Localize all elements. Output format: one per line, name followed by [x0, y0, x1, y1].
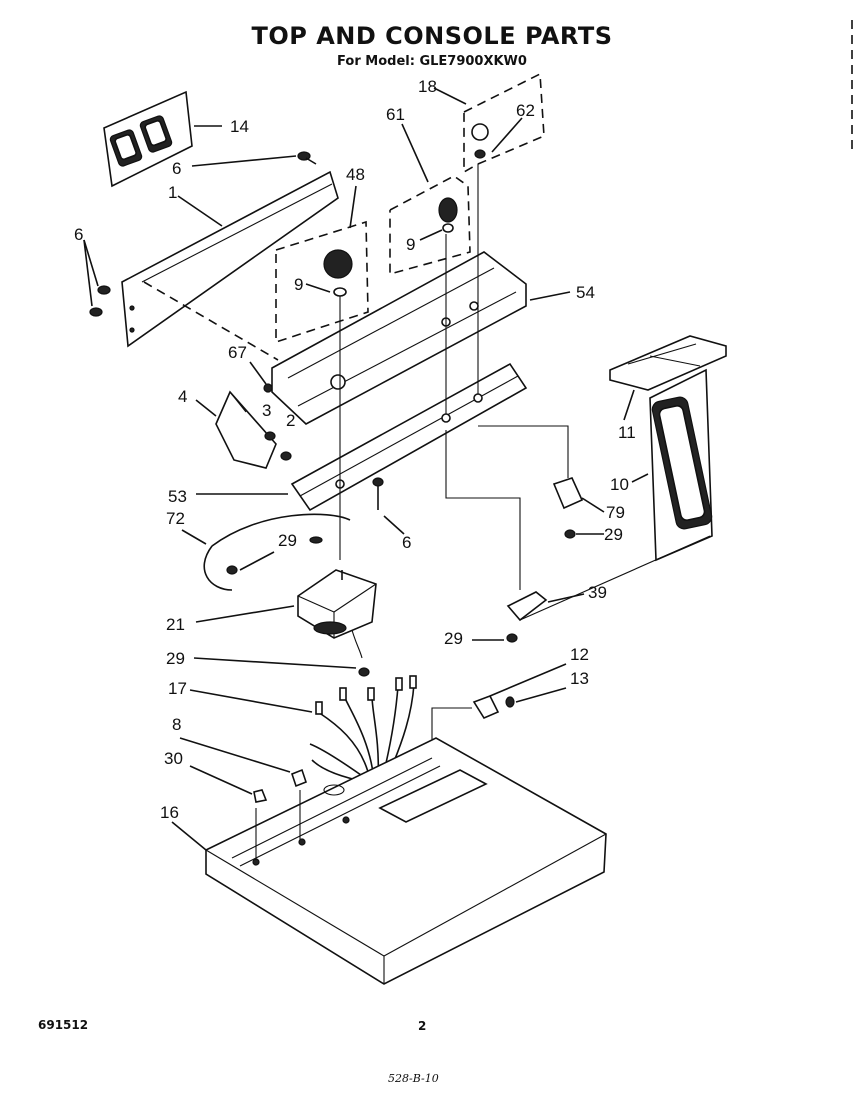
part-79-switch: [552, 477, 584, 539]
part-4-bracket: [215, 390, 277, 469]
callout-1: 1: [168, 183, 177, 202]
callout-29-timer: 29: [166, 649, 185, 668]
callout-9-left: 9: [294, 275, 303, 294]
part-16-top-panel: [205, 737, 607, 985]
callout-12: 12: [570, 645, 589, 664]
knob-62: [471, 123, 489, 159]
part-14-bracket: [103, 90, 193, 188]
callout-53: 53: [168, 487, 187, 506]
page-title: TOP AND CONSOLE PARTS: [251, 22, 613, 50]
callout-13: 13: [570, 669, 589, 688]
part-1-panel: [121, 170, 339, 348]
screws-3-2-67: [263, 383, 292, 461]
callout-54: 54: [576, 283, 595, 302]
part-53-rail: [290, 362, 528, 512]
callout-2: 2: [286, 411, 295, 430]
part-8-30-small: [253, 768, 307, 803]
screws-6-left: [89, 285, 111, 317]
callout-79: 79: [606, 503, 625, 522]
callout-30: 30: [164, 749, 183, 768]
screw-6-top: [297, 151, 317, 165]
callout-29-fuse: 29: [444, 629, 463, 648]
screw-6-rail: [372, 477, 384, 510]
handwritten-note: 528-B-10: [388, 1072, 439, 1085]
part-21-timer: [297, 569, 377, 639]
callout-48: 48: [346, 165, 365, 184]
callout-39: 39: [588, 583, 607, 602]
page-number: 2: [418, 1019, 427, 1033]
screw-29-wire: [226, 536, 323, 575]
callout-17: 17: [168, 679, 187, 698]
callout-62: 62: [516, 101, 535, 120]
callout-10: 10: [610, 475, 629, 494]
callout-4: 4: [178, 387, 187, 406]
model-subtitle: For Model: GLE7900XKW0: [337, 54, 527, 69]
callout-21: 21: [166, 615, 185, 634]
callout-6-left: 6: [74, 225, 83, 244]
callout-67: 67: [228, 343, 247, 362]
callout-14: 14: [230, 117, 249, 136]
callout-29-wire: 29: [278, 531, 297, 550]
callout-61: 61: [386, 105, 405, 124]
screw-29-timer: [358, 667, 370, 677]
callout-16: 16: [160, 803, 179, 822]
callout-72: 72: [166, 509, 185, 528]
callout-18: 18: [418, 77, 437, 96]
part-12-13-clip: [472, 694, 515, 720]
part-10-housing: [649, 368, 713, 562]
callout-29-switch: 29: [604, 525, 623, 544]
callout-8: 8: [172, 715, 181, 734]
document-number: 691512: [38, 1018, 89, 1032]
part-11-lid: [609, 335, 727, 391]
knob-9-left: [323, 249, 353, 297]
part-39-fuse: [506, 591, 548, 643]
knob-9-right: [438, 197, 458, 233]
callout-3: 3: [262, 401, 271, 420]
callout-6-rail: 6: [402, 533, 411, 552]
callout-11: 11: [618, 423, 636, 442]
callout-9-right: 9: [406, 235, 415, 254]
callout-6-top: 6: [172, 159, 181, 178]
